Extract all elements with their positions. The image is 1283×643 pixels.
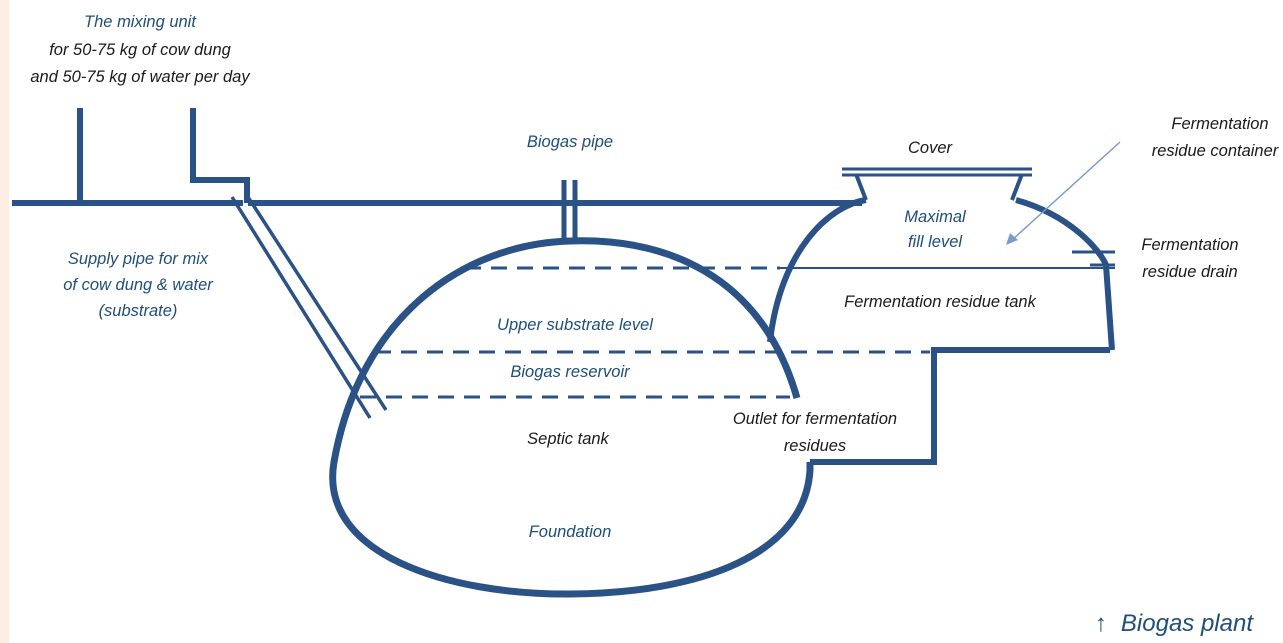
mixing-unit-capacity-line2: and 50-75 kg of water per day [30, 68, 251, 86]
biogas-reservoir-label: Biogas reservoir [510, 363, 631, 381]
container-pointer-line [1011, 141, 1121, 241]
outlet-label-line2: residues [784, 437, 846, 455]
residue-container-label-line2: residue container [1152, 142, 1280, 160]
cover-label: Cover [908, 139, 954, 157]
figure-caption: ↑ Biogas plant [1095, 610, 1253, 638]
caption-text: Biogas plant [1120, 610, 1253, 637]
digester-dome [329, 237, 814, 598]
residue-drain-label-line1: Fermentation [1141, 236, 1238, 254]
residue-tank-right-wall [1015, 197, 1115, 351]
supply-pipe-label-line2: of cow dung & water [63, 276, 214, 294]
biogas-pipe-label: Biogas pipe [527, 133, 613, 151]
container-pointer-arrowhead [1006, 233, 1018, 245]
outlet-channel [810, 347, 1110, 465]
max-fill-label-line1: Maximal [904, 208, 967, 226]
residue-drain-label-line2: residue drain [1142, 263, 1237, 281]
foundation-label: Foundation [529, 523, 612, 541]
mixing-unit-title: The mixing unit [84, 13, 197, 31]
mixing-unit-right-wall [190, 108, 250, 203]
residue-tank-left-wall [767, 197, 867, 343]
residue-tank-neck-right [1010, 173, 1024, 201]
max-fill-label-line2: fill level [908, 233, 963, 251]
outlet-label-line1: Outlet for fermentation [733, 410, 897, 428]
up-arrow-icon: ↑ [1094, 610, 1107, 637]
page-margin-strip [0, 0, 9, 643]
upper-substrate-label: Upper substrate level [497, 316, 654, 334]
supply-pipe-label-line1: Supply pipe for mix [68, 250, 209, 268]
residue-container-label-line1: Fermentation [1171, 115, 1268, 133]
mixing-unit-capacity-line1: for 50-75 kg of cow dung [49, 41, 231, 59]
septic-tank-label: Septic tank [527, 430, 609, 448]
residue-tank-label: Fermentation residue tank [844, 293, 1036, 311]
residue-tank-neck-left [854, 173, 868, 201]
supply-pipe-outer [230, 196, 372, 419]
supply-pipe-label-line3: (substrate) [99, 302, 178, 320]
supply-pipe-inner [246, 196, 388, 411]
